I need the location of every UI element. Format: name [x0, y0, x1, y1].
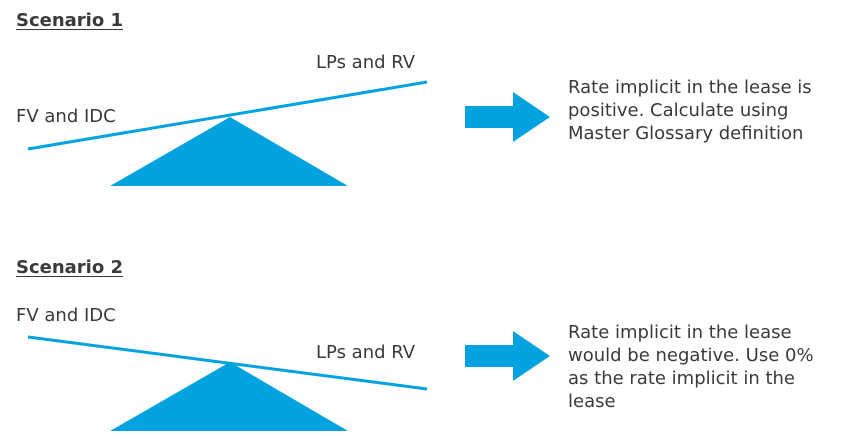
- scenario-2-left-label: FV and IDC: [16, 305, 116, 326]
- scenario-1-fulcrum: [110, 117, 348, 186]
- scenario-1-beam: [27, 80, 428, 151]
- scenario-1-arrow: [465, 92, 550, 142]
- scenario-1-left-label: FV and IDC: [16, 106, 116, 127]
- scenario-2-result-line: Rate implicit in the lease: [568, 322, 792, 343]
- scenario-2-result-line: lease: [568, 391, 616, 412]
- scenario-2-fulcrum: [110, 362, 348, 431]
- scenario-2-right-label: LPs and RV: [316, 342, 416, 363]
- scenario-1-result: Rate implicit in the lease is positive. …: [568, 76, 858, 145]
- scenario-1-title: Scenario 1: [16, 10, 124, 31]
- scenario-2-title: Scenario 2: [16, 257, 124, 278]
- scenario-1-result-line: Master Glossary definition: [568, 123, 804, 144]
- scenario-2-result: Rate implicit in the lease would be nega…: [568, 321, 858, 413]
- scenario-1-result-line: Rate implicit in the lease is: [568, 77, 812, 98]
- scenario-2-beam: [27, 335, 428, 391]
- scenario-1-right-label: LPs and RV: [316, 52, 416, 73]
- scenario-2-result-line: would be negative. Use 0%: [568, 345, 814, 366]
- scenario-2-arrow: [465, 331, 550, 381]
- scenario-1-result-line: positive. Calculate using: [568, 100, 789, 121]
- scenario-2-result-line: as the rate implicit in the: [568, 368, 795, 389]
